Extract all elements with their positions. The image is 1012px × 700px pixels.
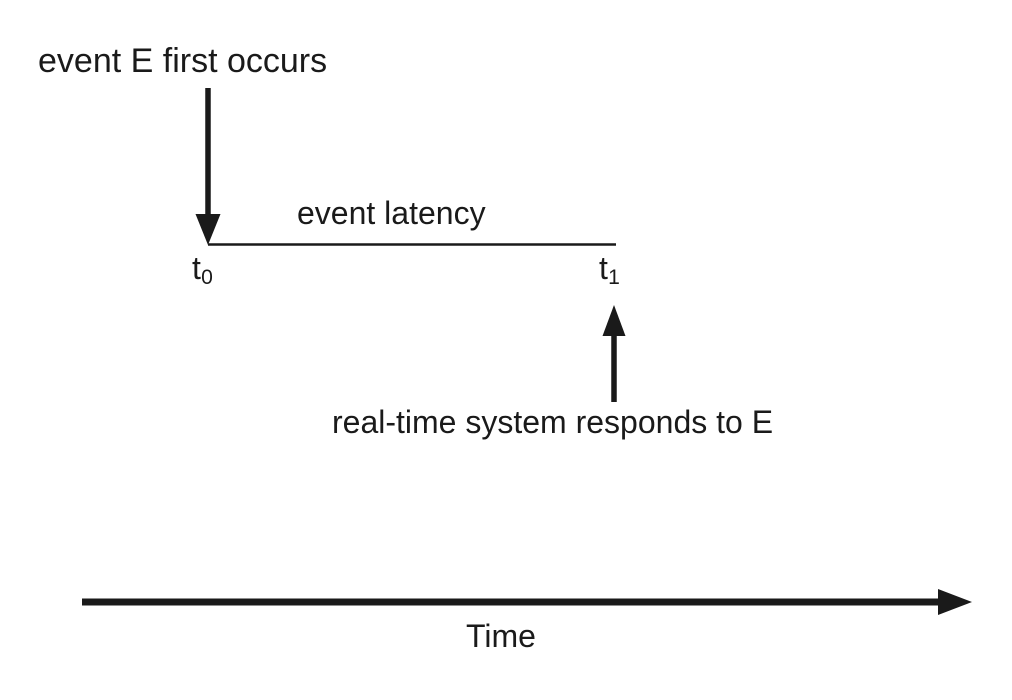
label-time-axis: Time — [466, 618, 536, 654]
label-event-first-occurs: event E first occurs — [38, 42, 328, 80]
up-arrow-to-t1 — [602, 305, 626, 402]
label-t0-subscript: 0 — [201, 266, 213, 290]
label-t1: t1 — [599, 250, 620, 289]
label-t1-base: t — [599, 250, 608, 286]
label-t0-base: t — [192, 250, 201, 286]
label-t0: t0 — [192, 250, 213, 289]
down-arrow-to-t0 — [195, 88, 221, 245]
label-t1-subscript: 1 — [608, 266, 620, 290]
time-axis-arrow — [82, 589, 972, 615]
label-system-responds: real-time system responds to E — [332, 404, 774, 440]
label-event-latency: event latency — [297, 195, 486, 231]
